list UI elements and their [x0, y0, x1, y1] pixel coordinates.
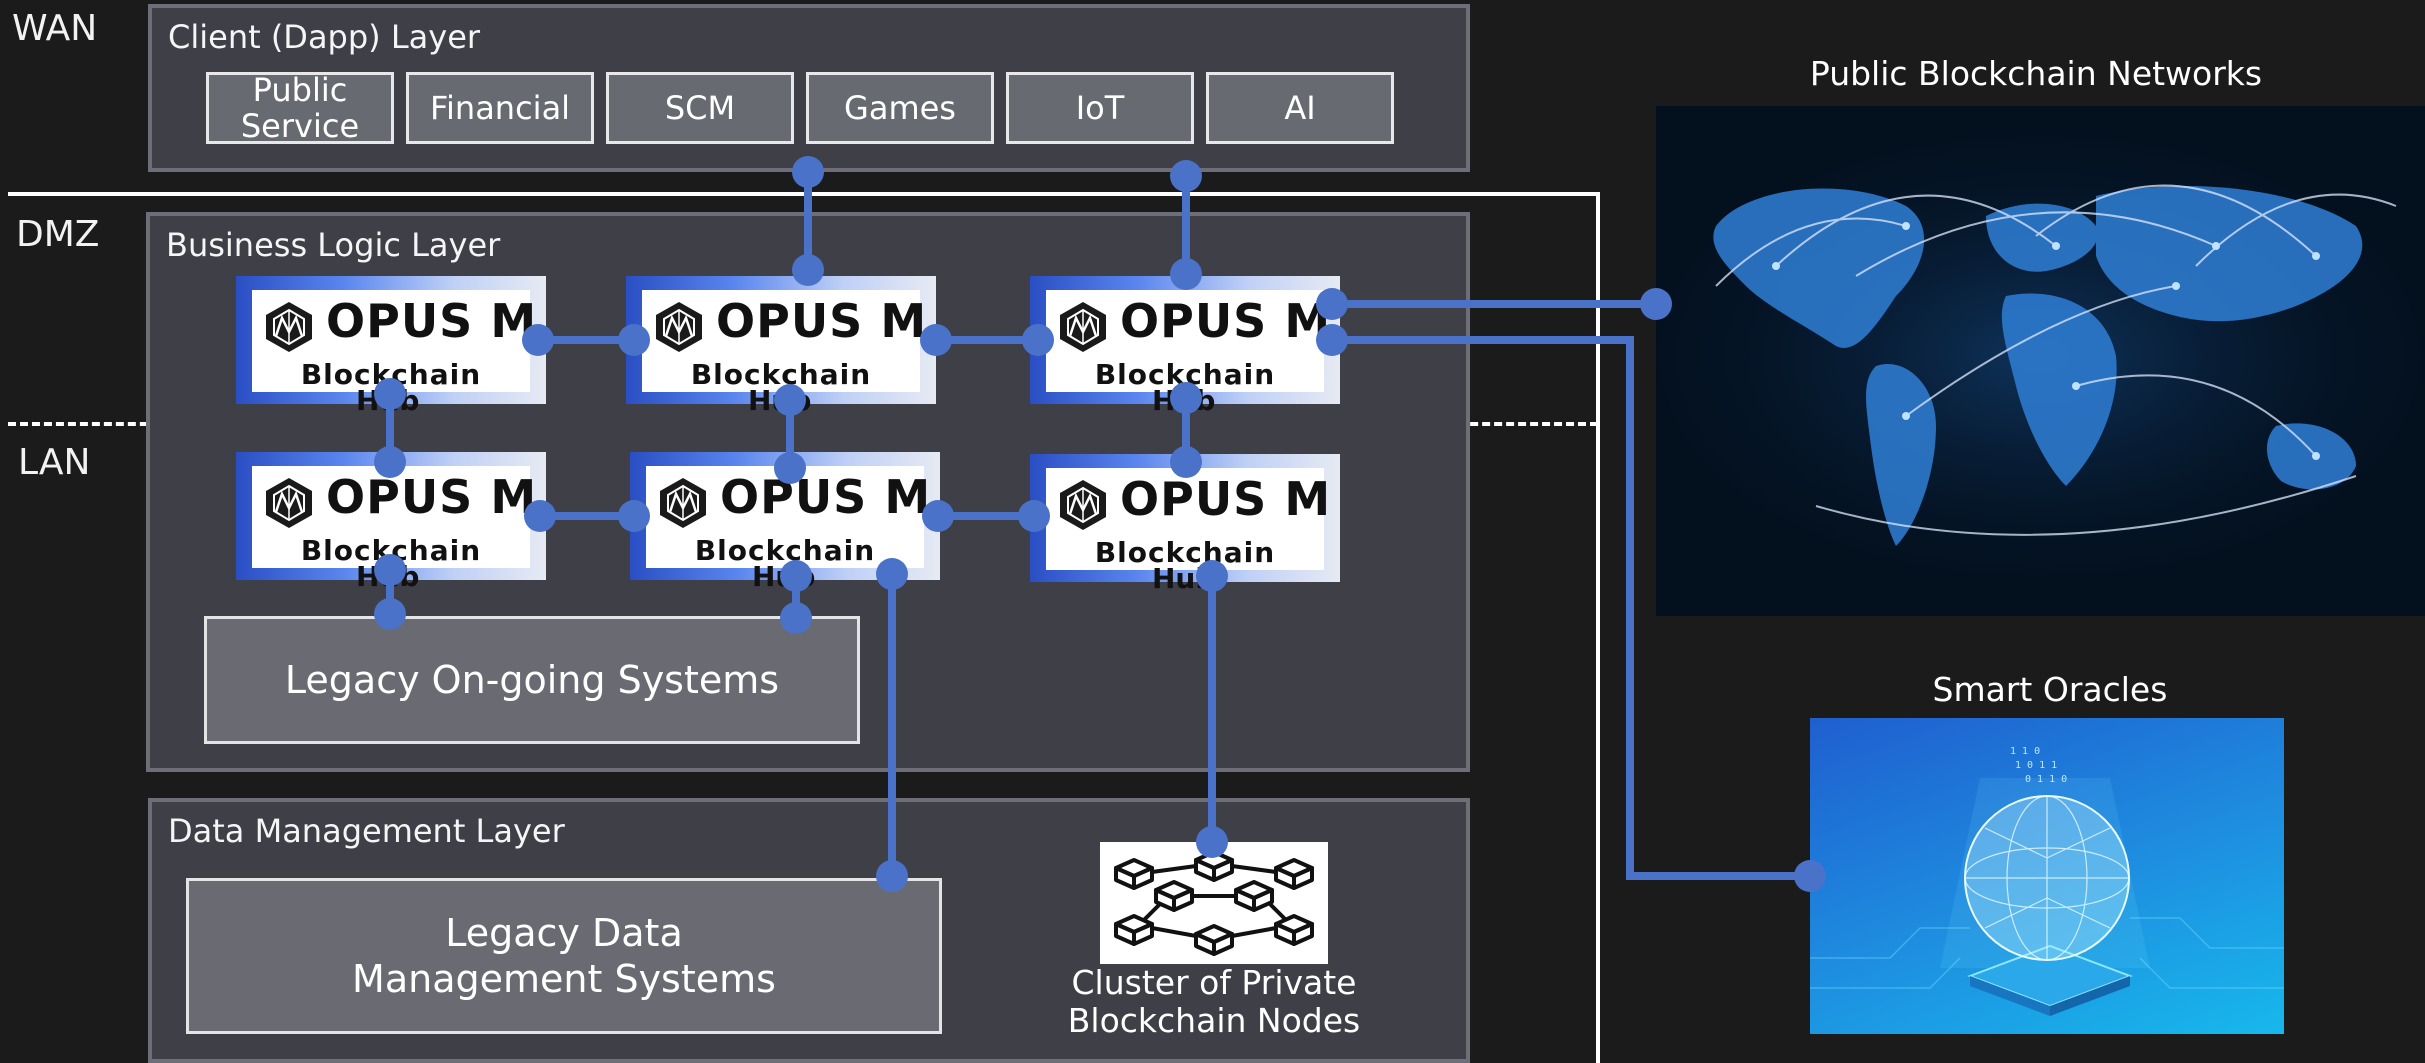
legacy-ongoing-systems: Legacy On-going Systems	[204, 616, 860, 744]
client-item-public-service: Public Service	[206, 72, 394, 144]
hub-brand: OPUS M	[720, 470, 932, 524]
private-blockchain-cluster	[1100, 842, 1328, 964]
opus-m-hub-dmz-1: OPUS M Blockchain	[236, 276, 546, 404]
oracle-globe-image: 1 0 1 1 0 1 1 0 1 1 0	[1810, 718, 2284, 1034]
hub-brand: OPUS M	[1120, 472, 1332, 526]
hub-line-2: Hub	[1152, 562, 1216, 595]
client-item-financial: Financial	[406, 72, 594, 144]
business-layer-title: Business Logic Layer	[166, 226, 501, 264]
hub-brand: OPUS M	[1120, 294, 1332, 348]
zone-label-wan: WAN	[12, 8, 98, 49]
hub-line-2: Hub	[356, 384, 420, 417]
hub-brand: OPUS M	[326, 470, 538, 524]
hub-line-1: Blockchain	[1094, 536, 1276, 569]
hub-brand: OPUS M	[326, 294, 538, 348]
client-layer: Client (Dapp) Layer Public Service Finan…	[148, 4, 1470, 172]
client-item-scm: SCM	[606, 72, 794, 144]
smart-oracles-title: Smart Oracles	[1932, 670, 2168, 709]
public-networks-title: Public Blockchain Networks	[1809, 54, 2263, 93]
opus-m-hub-lan-3: OPUS M Blockchain	[1030, 454, 1340, 582]
client-layer-title: Client (Dapp) Layer	[168, 18, 481, 56]
svg-text:0 1 1 0: 0 1 1 0	[2025, 774, 2067, 785]
opus-m-logo-icon	[1058, 478, 1108, 532]
client-item-ai: AI	[1206, 72, 1394, 144]
hub-line-2: Hub	[752, 560, 816, 593]
svg-text:1 1 0: 1 1 0	[2010, 746, 2040, 757]
hub-line-2: Hub	[356, 560, 420, 593]
opus-m-logo-icon	[658, 476, 708, 530]
svg-text:1 0 1 1: 1 0 1 1	[2015, 760, 2057, 771]
hub-line-2: Hub	[748, 384, 812, 417]
dmz-boundary-top	[8, 192, 1600, 196]
zone-label-dmz: DMZ	[16, 214, 100, 255]
opus-m-logo-icon	[654, 300, 704, 354]
opus-m-logo-icon	[264, 300, 314, 354]
client-item-iot: IoT	[1006, 72, 1194, 144]
legacy-data-management-systems: Legacy Data Management Systems	[186, 878, 942, 1034]
world-network-image	[1656, 106, 2425, 616]
dmz-boundary-right	[1596, 192, 1600, 1063]
blockchain-cluster-icon	[1114, 850, 1314, 956]
opus-m-logo-icon	[264, 476, 314, 530]
opus-m-logo-icon	[1058, 300, 1108, 354]
data-layer-title: Data Management Layer	[168, 812, 565, 850]
client-item-games: Games	[806, 72, 994, 144]
hub-brand: OPUS M	[716, 294, 928, 348]
zone-label-lan: LAN	[18, 442, 91, 483]
private-nodes-caption: Cluster of Private Blockchain Nodes	[1067, 963, 1361, 1040]
hub-line-2: Hub	[1152, 384, 1216, 417]
